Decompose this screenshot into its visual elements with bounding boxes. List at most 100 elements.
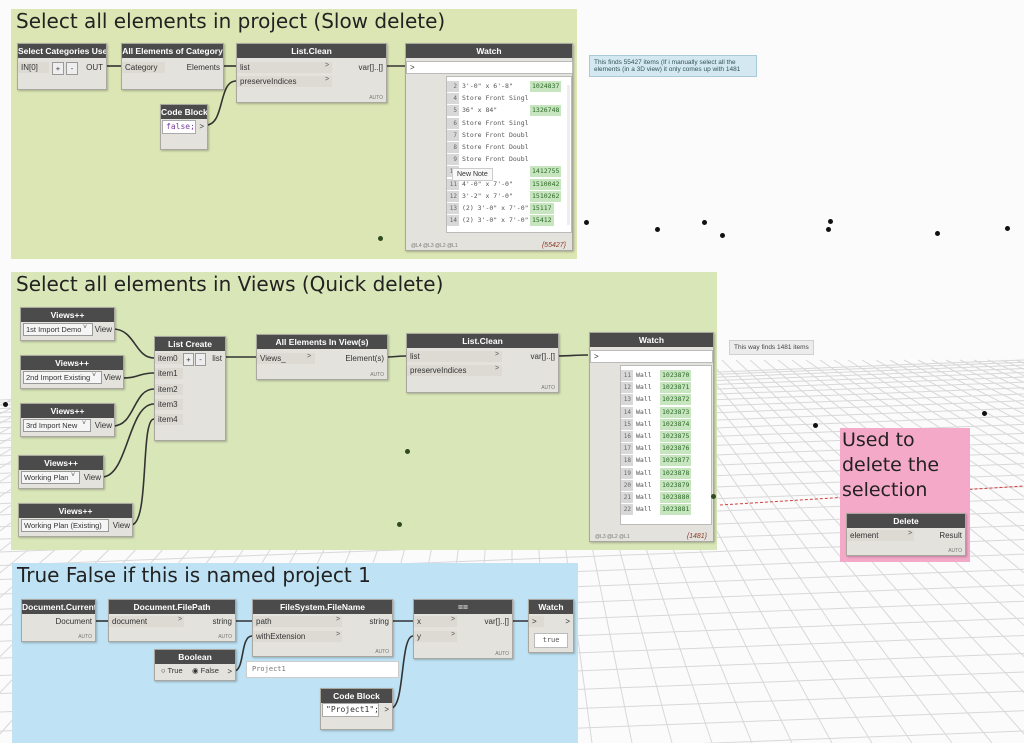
select-categories-node[interactable]: Select Categories Used IN[0] + - OUT (17, 43, 107, 90)
output-port[interactable]: var[]..[] (530, 352, 555, 361)
radio-true[interactable]: ○ True (161, 666, 183, 675)
output-port[interactable]: Element(s) (345, 354, 384, 363)
input-port-element[interactable]: element (847, 530, 914, 541)
output-port[interactable]: View (103, 373, 121, 382)
watch-node-3[interactable]: Watch > > true (528, 599, 574, 653)
output-port[interactable]: list (212, 354, 222, 363)
input-port[interactable]: > (590, 350, 713, 363)
views-node-4[interactable]: Views++ Working Plan ˅ View (18, 455, 104, 489)
remove-input-button[interactable]: - (66, 62, 78, 75)
input-port[interactable]: IN[0] (18, 62, 49, 73)
element-id-value[interactable]: 1023874 (660, 418, 692, 430)
views-node-3[interactable]: Views++ 3rd Import New ˅ View (20, 403, 115, 437)
element-id-value[interactable]: 1023873 (660, 406, 692, 418)
all-elements-of-category-node[interactable]: All Elements of Category Category Elemen… (121, 43, 224, 90)
output-port[interactable]: View (94, 421, 112, 430)
view-dropdown[interactable]: Working Plan (21, 471, 80, 484)
equals-node[interactable]: == x > y > var[]..[] AUTO (413, 599, 513, 659)
input-port-list[interactable]: list (237, 62, 332, 73)
radio-false[interactable]: ◉ False (192, 666, 219, 675)
view-dropdown[interactable]: Working Plan (Existing) (21, 519, 109, 532)
note-quick[interactable]: This way finds 1481 items (729, 340, 814, 355)
code-editor[interactable]: "Project1"; (322, 703, 379, 717)
filesystem-filename-node[interactable]: FileSystem.FileName path > withExtension… (252, 599, 393, 657)
output-port[interactable]: var[]..[] (484, 617, 509, 626)
output-port[interactable]: > (384, 705, 389, 714)
output-port[interactable]: View (83, 473, 101, 482)
element-id-value[interactable]: 15412 (530, 215, 554, 227)
add-input-button[interactable]: + (52, 62, 64, 75)
element-id-value[interactable]: 1024837 (530, 81, 562, 92)
element-id-value[interactable]: 1023878 (660, 467, 692, 479)
element-id-value[interactable]: 1023871 (660, 382, 692, 394)
list-clean-node-2[interactable]: List.Clean list > preserveIndices > var[… (406, 333, 559, 393)
element-id-value[interactable]: 1412755 (530, 166, 562, 178)
output-port[interactable]: View (94, 325, 112, 334)
element-id-value[interactable]: 1023876 (660, 443, 692, 455)
element-id-value[interactable]: 1023880 (660, 492, 692, 503)
output-port-elements[interactable]: Elements (186, 63, 220, 72)
document-filepath-node[interactable]: Document.FilePath document > string AUTO (108, 599, 236, 642)
element-id-value[interactable]: 1023870 (660, 370, 692, 381)
views-node-2[interactable]: Views++ 2nd Import Existing ˅ View (20, 355, 124, 389)
list-clean-node[interactable]: List.Clean list > preserveIndices > var[… (236, 43, 387, 103)
input-port-item4[interactable]: item4 (155, 414, 183, 425)
scrollbar[interactable] (567, 85, 570, 225)
element-id-value[interactable]: 1023875 (660, 431, 692, 442)
output-port-string[interactable]: string (369, 617, 389, 626)
input-port-with-extension[interactable]: withExtension (253, 631, 342, 642)
input-port-y[interactable]: y (414, 631, 457, 642)
output-port[interactable]: > (227, 667, 232, 676)
delete-node[interactable]: Delete element > Result AUTO (846, 513, 966, 556)
remove-input-button[interactable]: - (195, 353, 206, 366)
element-id-value[interactable]: 1023872 (660, 394, 692, 406)
input-port-item0[interactable]: item0 (155, 353, 183, 364)
document-current-node[interactable]: Document.Current Document AUTO (21, 599, 96, 642)
output-port-document[interactable]: Document (55, 617, 92, 626)
input-port-x[interactable]: x (414, 616, 457, 627)
element-id-value[interactable]: 1023881 (660, 504, 692, 516)
input-port-document[interactable]: document (109, 616, 184, 627)
input-port[interactable]: > (529, 616, 544, 627)
add-input-button[interactable]: + (183, 353, 194, 366)
element-id-value[interactable]: 1023877 (660, 455, 692, 467)
view-dropdown[interactable]: 3rd Import New (23, 419, 91, 432)
output-port[interactable]: View (112, 521, 130, 530)
views-node-1[interactable]: Views++ 1st Import Demo ˅ View (20, 307, 115, 341)
output-port[interactable]: var[]..[] (358, 63, 383, 72)
input-port-category[interactable]: Category (122, 62, 165, 73)
input-port-path[interactable]: path (253, 616, 342, 627)
all-elements-in-views-node[interactable]: All Elements In View(s) Views_ > Element… (256, 334, 388, 380)
input-port-preserve-indices[interactable]: preserveIndices (237, 76, 332, 87)
output-port[interactable]: > (565, 617, 570, 626)
element-id-value[interactable]: 1326748 (530, 105, 562, 117)
note-slow[interactable]: This finds 55427 items (If i manually se… (589, 55, 757, 77)
input-port-views[interactable]: Views_ (257, 353, 315, 364)
view-dropdown[interactable]: 2nd Import Existing (23, 371, 102, 384)
code-block-node-2[interactable]: Code Block "Project1"; > (320, 688, 393, 730)
code-block-node[interactable]: Code Block false; > (160, 104, 208, 150)
element-id-value[interactable]: 1510262 (530, 190, 562, 202)
output-port-string[interactable]: string (212, 617, 232, 626)
views-node-5[interactable]: Views++ Working Plan (Existing) View (18, 503, 133, 537)
output-port-result[interactable]: Result (939, 531, 962, 540)
element-id-value[interactable]: 15117 (530, 203, 554, 214)
code-editor[interactable]: false; (162, 120, 196, 134)
input-port[interactable]: > (406, 61, 573, 74)
input-port-list[interactable]: list (407, 351, 502, 362)
input-port-preserve-indices[interactable]: preserveIndices (407, 365, 502, 376)
element-id-value[interactable]: 1023879 (660, 479, 692, 491)
list-create-node[interactable]: List Create item0 + - item1 item2 item3 … (154, 336, 226, 441)
input-port-item1[interactable]: item1 (155, 368, 183, 379)
output-port[interactable]: > (199, 122, 204, 131)
input-port-item3[interactable]: item3 (155, 399, 183, 410)
view-dropdown[interactable]: 1st Import Demo (23, 323, 93, 336)
boolean-node[interactable]: Boolean ○ True ◉ False > (154, 649, 236, 681)
input-port-item2[interactable]: item2 (155, 384, 183, 395)
element-id-value[interactable]: 1510042 (530, 178, 562, 190)
output-port[interactable]: OUT (86, 63, 103, 72)
